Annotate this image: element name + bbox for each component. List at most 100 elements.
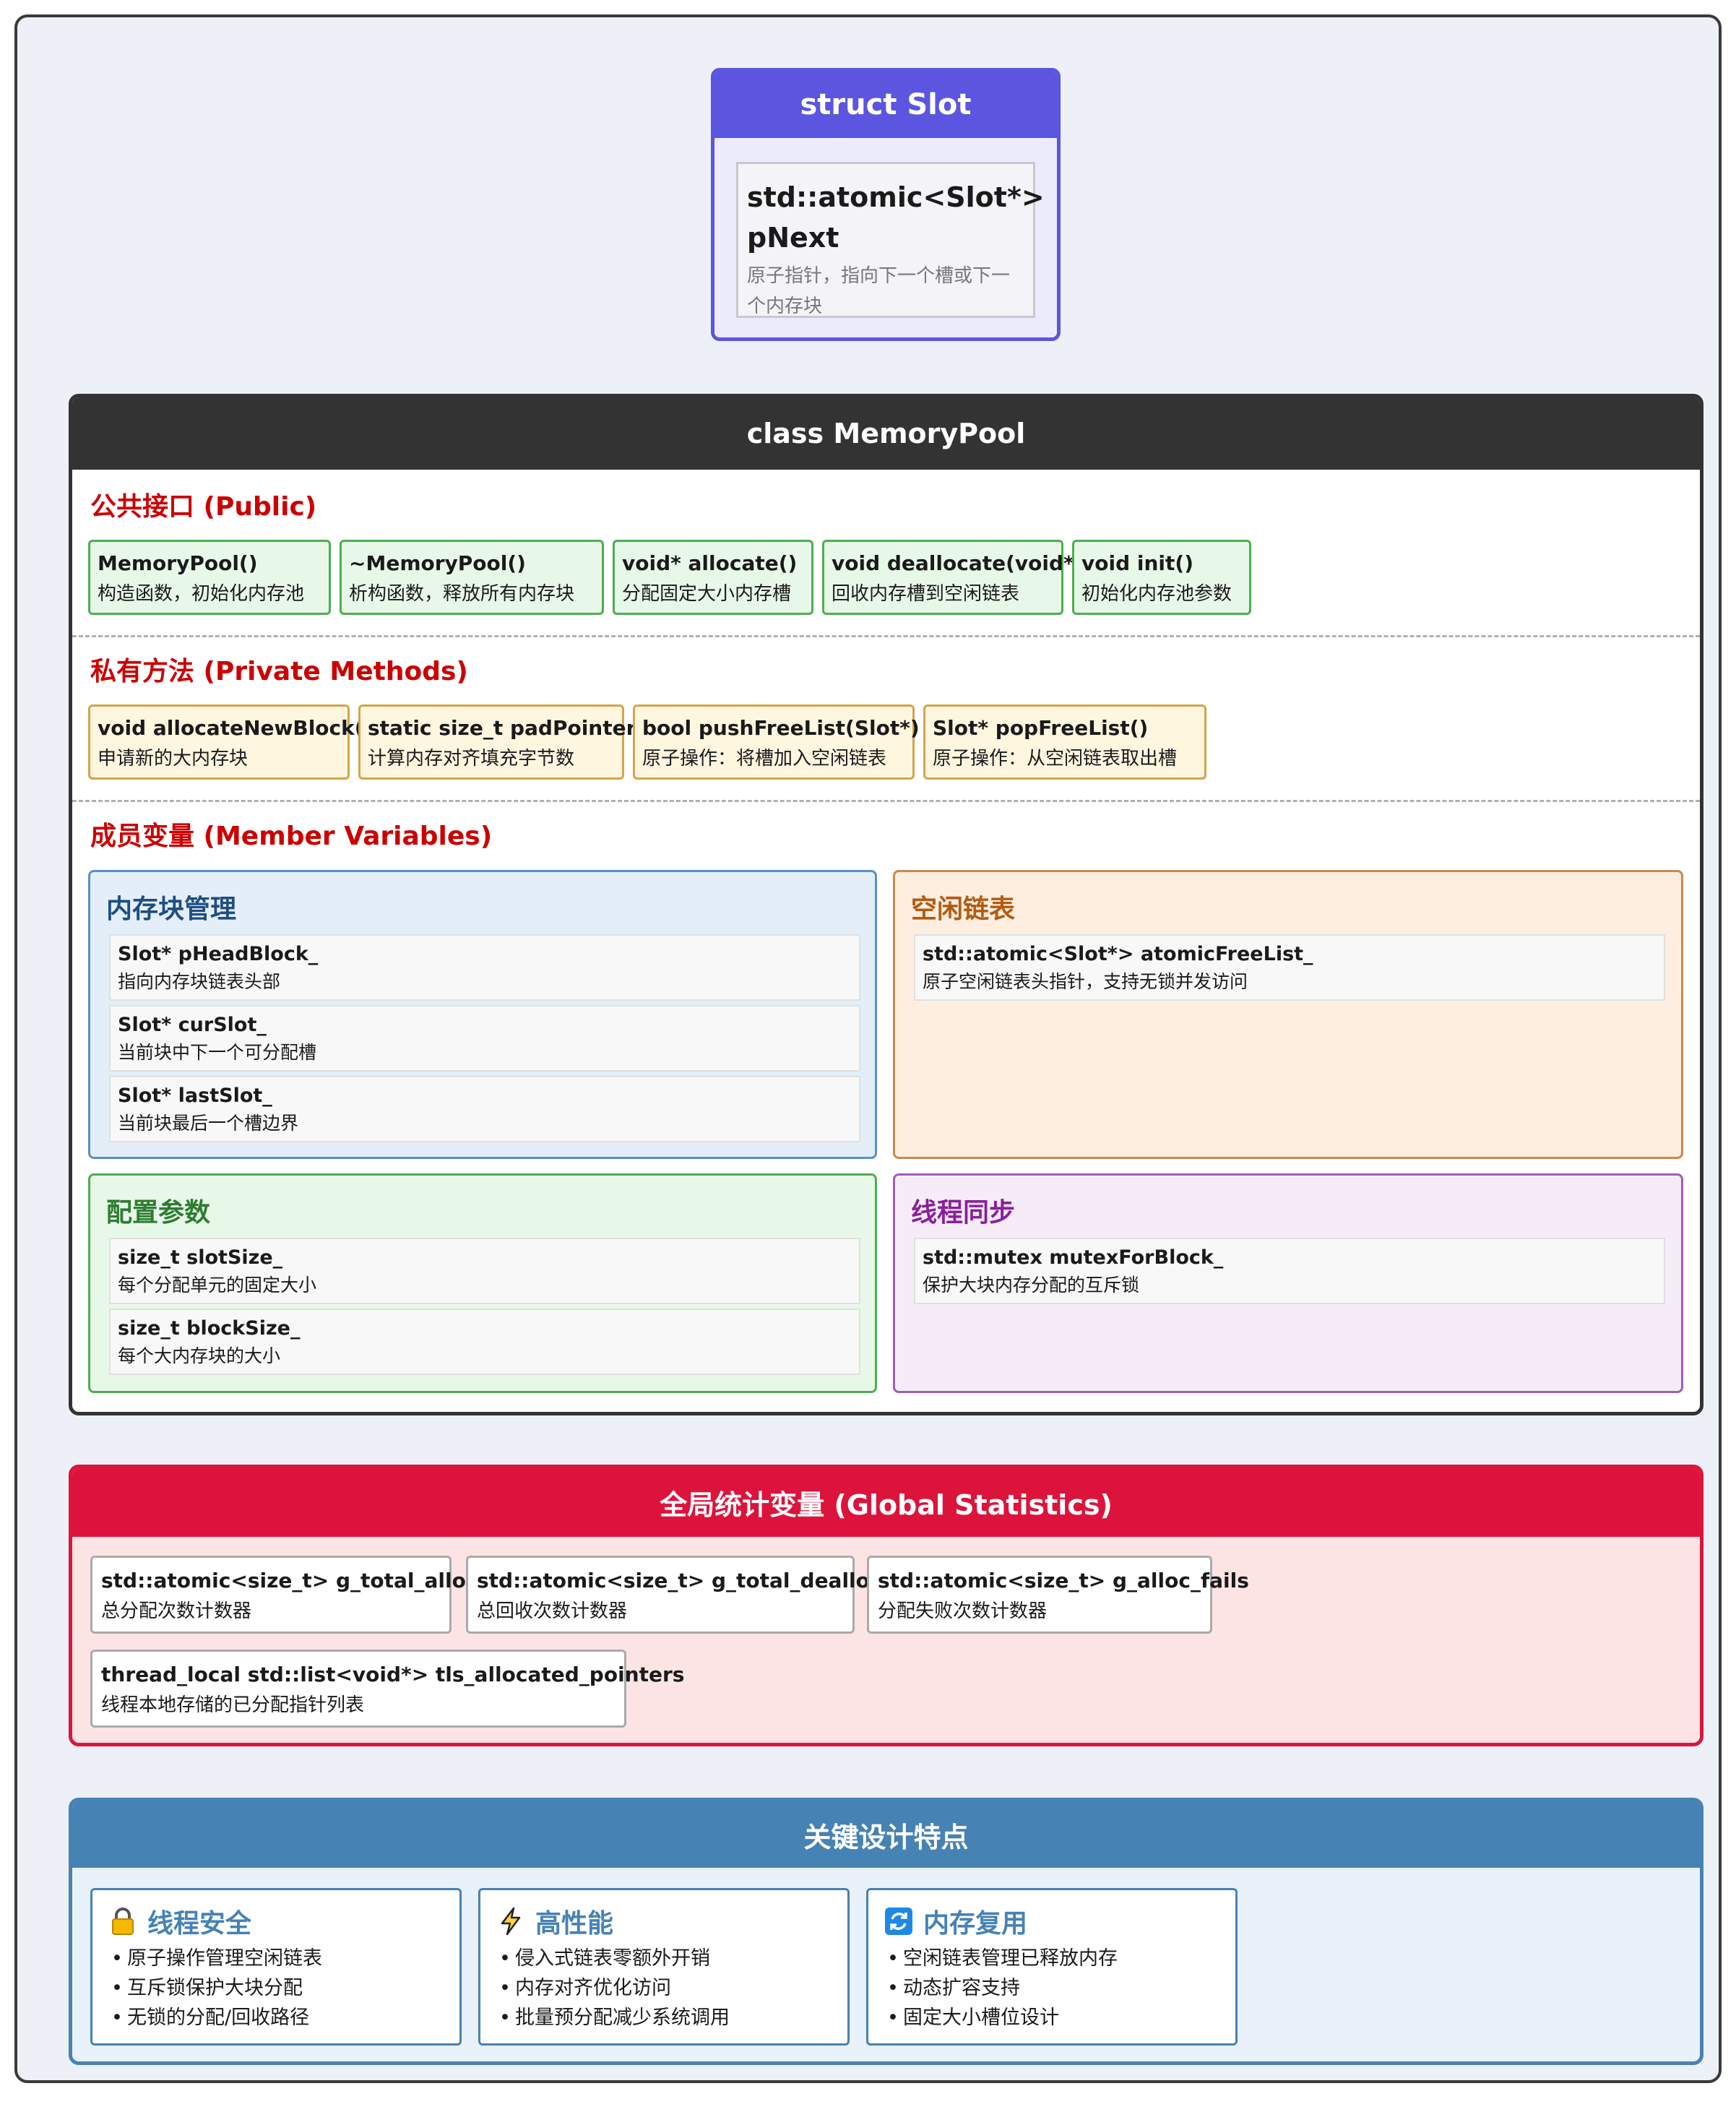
field-desc: 指向内存块链表头部 (118, 971, 281, 992)
global-variable-chip: std::atomic<size_t> g_total_deallocs 总回收… (466, 1556, 894, 1634)
field-desc: 每个大内存块的大小 (118, 1345, 281, 1366)
class-memorypool-title: class MemoryPool (72, 397, 1700, 470)
method-desc: 析构函数，释放所有内存块 (349, 583, 575, 605)
method-name: void deallocate(void*) (832, 551, 1084, 575)
section-divider (72, 635, 1700, 637)
member-field: Slot* pHeadBlock_ 指向内存块链表头部 (109, 934, 860, 1001)
key-design-box: 关键设计特点 线程安全 原子操作管理空闲链表 互斥锁保护大块分配 无锁的分配/回… (69, 1798, 1703, 2065)
member-group-config: 配置参数 size_t slotSize_ 每个分配单元的固定大小 size_t… (88, 1173, 877, 1393)
field-name: std::atomic<Slot*> atomicFreeList_ (923, 943, 1313, 965)
lock-icon (108, 1907, 137, 1936)
field-name: std::mutex mutexForBlock_ (923, 1246, 1224, 1269)
card-point: 原子操作管理空闲链表 (108, 1944, 444, 1973)
group-title: 配置参数 (106, 1198, 211, 1228)
global-variable-chip: std::atomic<size_t> g_alloc_fails 分配失败次数… (867, 1556, 1249, 1634)
method-name: Slot* popFreeList() (933, 716, 1149, 740)
card-title-text: 线程安全 (147, 1909, 252, 1939)
card-title: 内存复用 (884, 1903, 1219, 1939)
member-field: std::mutex mutexForBlock_ 保护大块内存分配的互斥锁 (914, 1238, 1665, 1304)
method-name: MemoryPool() (98, 551, 258, 575)
method-desc: 申请新的大内存块 (98, 748, 249, 770)
private-method-chip: void allocateNewBlock() 申请新的大内存块 (88, 704, 373, 780)
field-name: Slot* pHeadBlock_ (118, 943, 319, 965)
card-point: 内存对齐优化访问 (496, 1973, 832, 2003)
variable-name: std::atomic<size_t> g_total_allocs (101, 1569, 491, 1592)
variable-name: std::atomic<size_t> g_total_deallocs (477, 1569, 894, 1592)
card-points: 空闲链表管理已释放内存 动态扩容支持 固定大小槽位设计 (884, 1944, 1219, 2033)
variable-desc: 分配失败次数计数器 (878, 1600, 1048, 1622)
method-desc: 构造函数，初始化内存池 (98, 583, 305, 605)
slot-field-pnext: std::atomic<Slot*> pNext 原子指针，指向下一个槽或下一个… (736, 162, 1045, 318)
card-title-text: 内存复用 (923, 1909, 1028, 1939)
card-point: 无锁的分配/回收路径 (108, 2003, 444, 2033)
member-group-free-list: 空闲链表 std::atomic<Slot*> atomicFreeList_ … (893, 870, 1683, 1159)
card-point: 批量预分配减少系统调用 (496, 2003, 832, 2033)
field-desc: 原子空闲链表头指针，支持无锁并发访问 (923, 971, 1248, 992)
member-group-block-management: 内存块管理 Slot* pHeadBlock_ 指向内存块链表头部 Slot* … (88, 870, 877, 1159)
member-field: Slot* lastSlot_ 当前块最后一个槽边界 (109, 1076, 860, 1142)
card-point: 动态扩容支持 (884, 1973, 1219, 2003)
private-method-chip: Slot* popFreeList() 原子操作：从空闲链表取出槽 (923, 704, 1206, 780)
diagram-frame: struct Slot std::atomic<Slot*> pNext 原子指… (14, 14, 1722, 2083)
global-statistics-title: 全局统计变量 (Global Statistics) (72, 1468, 1700, 1537)
member-field: size_t blockSize_ 每个大内存块的大小 (109, 1309, 860, 1375)
card-point: 空闲链表管理已释放内存 (884, 1944, 1219, 1973)
member-field: std::atomic<Slot*> atomicFreeList_ 原子空闲链… (914, 934, 1665, 1001)
slot-field-name: std::atomic<Slot*> pNext (747, 181, 1045, 254)
key-design-title: 关键设计特点 (72, 1801, 1700, 1868)
design-card-memory-reuse: 内存复用 空闲链表管理已释放内存 动态扩容支持 固定大小槽位设计 (866, 1888, 1238, 2046)
member-field: size_t slotSize_ 每个分配单元的固定大小 (109, 1238, 860, 1304)
variable-name: std::atomic<size_t> g_alloc_fails (878, 1569, 1249, 1592)
slot-field-desc: 原子指针，指向下一个槽或下一个内存块 (747, 265, 1011, 317)
group-title: 空闲链表 (911, 895, 1016, 924)
field-desc: 当前块最后一个槽边界 (118, 1113, 299, 1134)
global-variable-chip: thread_local std::list<void*> tls_alloca… (90, 1650, 685, 1728)
private-section-title: 私有方法 (Private Methods) (90, 657, 468, 686)
global-variable-chip: std::atomic<size_t> g_total_allocs 总分配次数… (90, 1556, 491, 1634)
card-points: 原子操作管理空闲链表 互斥锁保护大块分配 无锁的分配/回收路径 (108, 1944, 444, 2033)
method-name: bool pushFreeList(Slot*) (642, 716, 920, 740)
public-method-chip: MemoryPool() 构造函数，初始化内存池 (88, 540, 331, 615)
field-name: size_t slotSize_ (118, 1246, 283, 1269)
struct-slot-box: struct Slot std::atomic<Slot*> pNext 原子指… (711, 68, 1061, 341)
card-point: 互斥锁保护大块分配 (108, 1973, 444, 2003)
public-section-title: 公共接口 (Public) (90, 492, 317, 522)
design-card-performance: 高性能 侵入式链表零额外开销 内存对齐优化访问 批量预分配减少系统调用 (478, 1888, 850, 2046)
member-group-thread-sync: 线程同步 std::mutex mutexForBlock_ 保护大块内存分配的… (893, 1173, 1683, 1393)
field-desc: 每个分配单元的固定大小 (118, 1275, 317, 1296)
private-method-chip: bool pushFreeList(Slot*) 原子操作：将槽加入空闲链表 (633, 704, 920, 780)
method-name: void* allocate() (622, 551, 798, 575)
method-name: void allocateNewBlock() (98, 716, 373, 740)
card-title: 线程安全 (108, 1903, 444, 1939)
section-divider (72, 800, 1700, 802)
method-desc: 原子操作：从空闲链表取出槽 (933, 748, 1178, 770)
card-title: 高性能 (496, 1903, 832, 1939)
public-method-chip: void* allocate() 分配固定大小内存槽 (613, 540, 813, 615)
recycle-icon (884, 1907, 913, 1936)
public-method-chip: void init() 初始化内存池参数 (1072, 540, 1251, 615)
method-desc: 原子操作：将槽加入空闲链表 (642, 748, 887, 770)
members-section-title: 成员变量 (Member Variables) (90, 822, 493, 851)
group-title: 线程同步 (911, 1198, 1016, 1228)
group-title: 内存块管理 (106, 895, 237, 924)
field-name: Slot* curSlot_ (118, 1014, 267, 1036)
private-method-chip: static size_t padPointer() 计算内存对齐填充字节数 (358, 704, 655, 780)
public-method-chip: void deallocate(void*) 回收内存槽到空闲链表 (822, 540, 1084, 615)
method-desc: 回收内存槽到空闲链表 (832, 583, 1020, 605)
design-card-thread-safety: 线程安全 原子操作管理空闲链表 互斥锁保护大块分配 无锁的分配/回收路径 (90, 1888, 462, 2046)
method-name: static size_t padPointer() (368, 716, 655, 740)
method-name: void init() (1081, 551, 1193, 575)
class-memorypool-box: class MemoryPool 公共接口 (Public) MemoryPoo… (69, 394, 1703, 1415)
method-desc: 分配固定大小内存槽 (622, 583, 792, 605)
method-desc: 计算内存对齐填充字节数 (368, 748, 575, 770)
field-name: size_t blockSize_ (118, 1317, 301, 1340)
variable-desc: 线程本地存储的已分配指针列表 (101, 1694, 365, 1716)
lightning-icon (496, 1907, 525, 1936)
member-field: Slot* curSlot_ 当前块中下一个可分配槽 (109, 1005, 860, 1072)
method-desc: 初始化内存池参数 (1081, 583, 1232, 605)
card-point: 固定大小槽位设计 (884, 2003, 1219, 2033)
variable-name: thread_local std::list<void*> tls_alloca… (101, 1663, 685, 1686)
card-points: 侵入式链表零额外开销 内存对齐优化访问 批量预分配减少系统调用 (496, 1944, 832, 2033)
field-desc: 当前块中下一个可分配槽 (118, 1042, 317, 1063)
variable-desc: 总分配次数计数器 (101, 1600, 252, 1622)
